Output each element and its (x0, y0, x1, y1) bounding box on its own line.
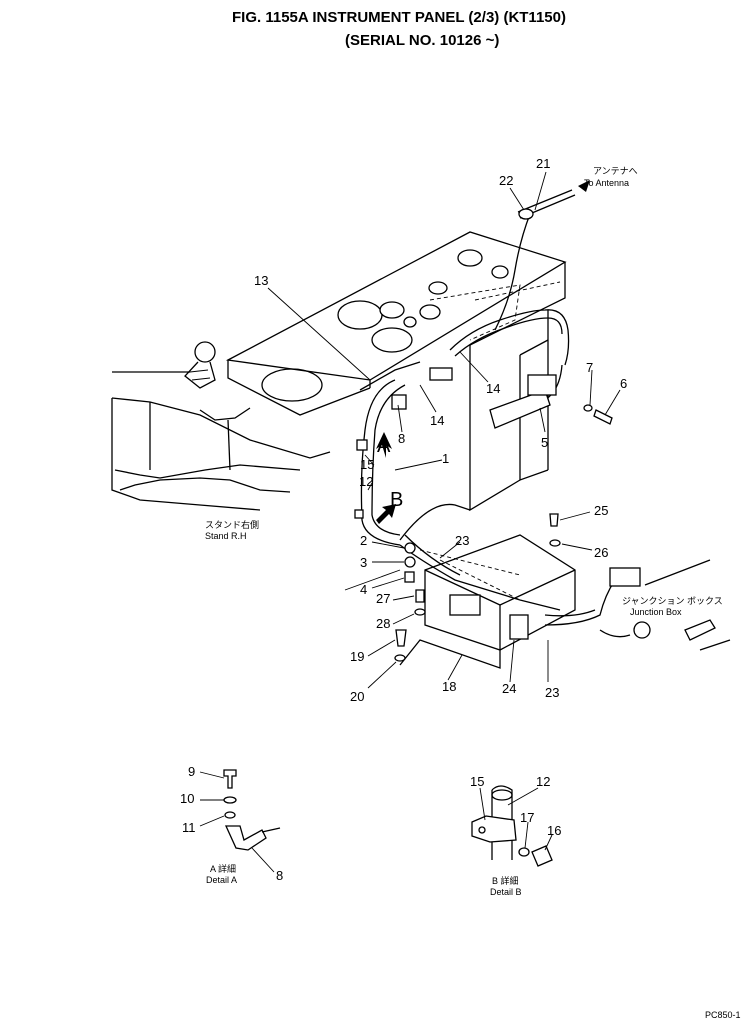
washer-28-icon (414, 608, 426, 616)
relay-unit-icon (449, 594, 481, 616)
callout-10: 10 (180, 791, 194, 806)
antenna-nut-icon (518, 208, 534, 220)
washer-10-icon (223, 796, 237, 804)
connector-plug-icon (609, 567, 641, 587)
detail-a-drawing (199, 769, 281, 873)
callout-7: 7 (586, 360, 593, 375)
antenna-label-en: To Antenna (584, 178, 629, 188)
callout-numbers: 21 22 13 14 14 8 1 15 12 7 6 5 25 26 2 3… (180, 156, 627, 883)
panel-gauge-opening (261, 368, 323, 402)
wire-harness-main (360, 309, 570, 611)
view-label-a: A (377, 435, 391, 457)
callout-24: 24 (502, 681, 516, 696)
callout-16: 16 (547, 823, 561, 838)
callout-12-detail: 12 (536, 774, 550, 789)
switch-5-icon (491, 265, 509, 279)
bolt-25-icon (549, 513, 559, 527)
washer-20-icon (394, 654, 406, 662)
callout-14-left: 14 (430, 413, 444, 428)
washer-17-icon (518, 847, 530, 857)
instrument-panel-housing (225, 231, 567, 416)
junction-label-jp: ジャンクション ボックス (622, 596, 723, 606)
callout-8-detail: 8 (276, 868, 283, 883)
junction-connector (544, 559, 731, 651)
arrow-b-icon (376, 504, 396, 524)
switch-1-icon (419, 304, 441, 320)
detail-a-label-jp: A 詳細 (210, 863, 236, 874)
callout-5: 5 (541, 435, 548, 450)
callout-15-main: 15 (360, 457, 374, 472)
gauge-1-icon (337, 300, 383, 330)
relay-bracket (489, 374, 613, 429)
antenna-label-jp: アンテナへ (593, 166, 638, 176)
fittings-2-3-4 (394, 513, 561, 662)
lever-knob-icon (194, 341, 216, 363)
callout-1: 1 (442, 451, 449, 466)
callout-9: 9 (188, 764, 195, 779)
junction-label-en: Junction Box (630, 607, 682, 617)
figure-title: FIG. 1155A INSTRUMENT PANEL (2/3) (KT115… (232, 9, 566, 26)
junction-box (399, 534, 576, 669)
washer-11-icon (224, 811, 236, 819)
callout-23-bottom: 23 (545, 685, 559, 700)
detail-b-label-jp: B 詳細 (492, 875, 519, 886)
callout-11: 11 (182, 820, 196, 835)
arrow-a-icon (376, 432, 392, 458)
gauge-2-icon (371, 327, 413, 353)
connector-round-icon (633, 621, 651, 639)
detail-a-label-en: Detail A (206, 875, 237, 885)
figure-serial-note: (SERIAL NO. 10126 ~) (345, 32, 499, 49)
washer-7-icon (583, 404, 593, 412)
callout-14-right: 14 (486, 381, 500, 396)
stand-label-en: Stand R.H (205, 531, 247, 541)
switch-3-icon (428, 281, 448, 295)
callout-8-main: 8 (398, 431, 405, 446)
view-arrows (376, 432, 396, 524)
detail-b-drawing (471, 785, 553, 867)
callout-21: 21 (536, 156, 550, 171)
callout-22: 22 (499, 173, 513, 188)
bolt-6-icon (593, 409, 613, 425)
callout-19: 19 (350, 649, 364, 664)
bracket-24-icon (509, 614, 529, 640)
antenna-cable (494, 180, 590, 331)
leader-lines (267, 171, 621, 689)
callout-28: 28 (376, 616, 390, 631)
view-label-b: B (390, 489, 403, 511)
bolt-27-icon (415, 589, 425, 603)
switch-2-icon (403, 316, 417, 328)
callout-17: 17 (520, 810, 534, 825)
bolt-9-icon (223, 769, 237, 789)
bolt-19-icon (395, 629, 407, 647)
callout-12-main: 12 (359, 474, 373, 489)
clamp-15-icon (471, 815, 517, 843)
callout-4: 4 (360, 582, 367, 597)
callout-13: 13 (254, 273, 268, 288)
callout-6: 6 (620, 376, 627, 391)
gauge-3-icon (379, 301, 405, 319)
stand-label-jp: スタンド右側 (205, 519, 259, 530)
callout-18: 18 (442, 679, 456, 694)
callout-26: 26 (594, 545, 608, 560)
vehicle-body-outline (111, 341, 331, 511)
callout-20: 20 (350, 689, 364, 704)
callout-23-top: 23 (455, 533, 469, 548)
washer-26-icon (549, 539, 561, 547)
clamp-8-icon (224, 825, 267, 851)
detail-b-label-en: Detail B (490, 887, 522, 897)
callout-15-detail: 15 (470, 774, 484, 789)
drawing-code: PC850-1 (705, 1010, 741, 1020)
relay-icon (527, 374, 557, 396)
callout-27: 27 (376, 591, 390, 606)
callout-3: 3 (360, 555, 367, 570)
callout-2: 2 (360, 533, 367, 548)
callout-25: 25 (594, 503, 608, 518)
antenna-arrow-icon (578, 180, 590, 192)
switch-4-icon (457, 249, 483, 267)
bolt-16-icon (531, 845, 553, 867)
